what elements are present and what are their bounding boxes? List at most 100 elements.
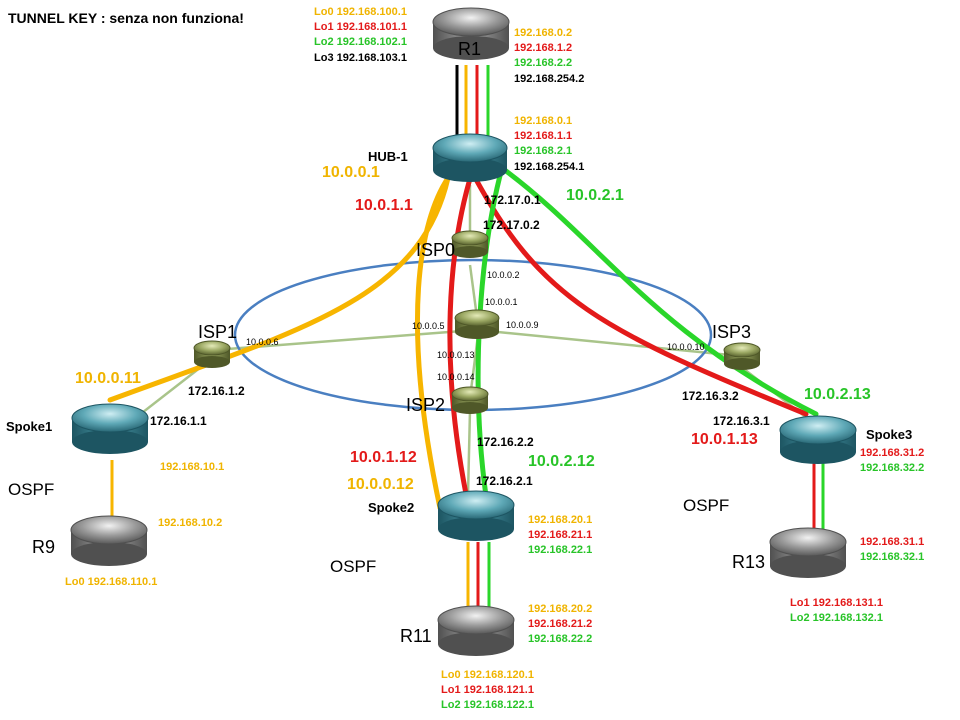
- spoke1-name: Spoke1: [6, 419, 53, 434]
- r11-ifaces: 192.168.20.2 192.168.21.2 192.168.22.2: [528, 602, 592, 648]
- r13-name: R13: [732, 552, 766, 572]
- r1-if0: 192.168.0.2: [514, 27, 573, 39]
- r9-iface: 192.168.10.2: [158, 517, 223, 529]
- core-addr-b: 10.0.0.9: [506, 320, 539, 330]
- r1-loopbacks: Lo0 192.168.100.1 Lo1 192.168.101.1 Lo2 …: [314, 5, 407, 66]
- isp2-name: ISP2: [406, 395, 446, 415]
- link-isp2-spoke2: [466, 409, 472, 496]
- router-spoke2-icon[interactable]: [437, 490, 515, 541]
- spoke2-lan0: 192.168.20.1: [528, 514, 593, 526]
- tunnel-green-spoke3: [499, 165, 819, 417]
- r9-loopback: Lo0 192.168.110.1: [65, 576, 158, 588]
- hub1-ifaces: 192.168.0.1 192.168.1.1 192.168.2.1 192.…: [514, 114, 584, 175]
- r1-lo2: Lo2 192.168.102.1: [314, 36, 407, 49]
- spoke2-wan: 172.16.2.1: [476, 474, 533, 488]
- tunnel-red-spoke3: [469, 169, 809, 417]
- r1-ifaces: 192.168.0.2 192.168.1.2 192.168.2.2 192.…: [514, 26, 584, 87]
- r13-ifaces: 192.168.31.1 192.168.32.1: [860, 535, 924, 565]
- spoke2-lan1: 192.168.21.1: [528, 529, 593, 542]
- r13-lo2: Lo2 192.168.132.1: [790, 612, 883, 625]
- hub1-tunnel-orange: 10.0.0.1: [322, 164, 380, 181]
- spoke1-tunnel-orange: 10.0.0.11: [75, 370, 141, 387]
- spoke3-wan: 172.16.3.1: [713, 414, 770, 428]
- r13-if1: 192.168.32.1: [860, 551, 925, 564]
- r11-lo2: Lo2 192.168.122.1: [441, 699, 534, 712]
- hub1-tunnel-red: 10.0.1.1: [355, 197, 413, 214]
- ospf-label-middle: OSPF: [330, 557, 377, 576]
- router-spoke3-icon[interactable]: [779, 415, 857, 464]
- hub1-if0: 192.168.0.1: [514, 115, 573, 127]
- router-isp2-icon[interactable]: [451, 386, 489, 414]
- router-core-icon[interactable]: [454, 309, 500, 339]
- tunnel-orange-spoke2: [415, 175, 451, 511]
- r1-lo3: Lo3 192.168.103.1: [314, 51, 407, 64]
- spoke3-lan0: 192.168.31.2: [860, 447, 925, 459]
- r1-lo1: Lo1 192.168.101.1: [314, 21, 407, 34]
- router-r9-icon[interactable]: [70, 515, 148, 566]
- spoke3-tunnel-red: 10.0.1.13: [691, 431, 758, 448]
- tunnel-orange-spoke1: [107, 175, 451, 403]
- r13-lo1: Lo1 192.168.131.1: [790, 597, 883, 609]
- r11-if1: 192.168.21.2: [528, 618, 593, 631]
- r9-name: R9: [32, 537, 56, 557]
- r1-lo0: Lo0 192.168.100.1: [314, 6, 407, 18]
- hub1-if2: 192.168.2.1: [514, 145, 573, 158]
- core-addr-a: 10.0.0.5: [412, 321, 445, 331]
- r11-if2: 192.168.22.2: [528, 633, 593, 646]
- spoke3-tunnel-green: 10.0.2.13: [804, 386, 871, 403]
- router-isp3-icon[interactable]: [723, 342, 761, 370]
- hub1-if1: 192.168.1.1: [514, 130, 573, 143]
- isp1-addr-a: 10.0.0.6: [246, 337, 279, 347]
- isp0-addr-b: 10.0.0.1: [485, 297, 518, 307]
- router-hub1-icon[interactable]: [432, 133, 508, 182]
- r11-loopbacks: Lo0 192.168.120.1 Lo1 192.168.121.1 Lo2 …: [441, 668, 534, 714]
- isp3-addr-b: 172.16.3.2: [682, 389, 739, 403]
- isp2-addr-a: 10.0.0.14: [437, 372, 475, 382]
- spoke2-tunnel-green: 10.0.2.12: [528, 453, 595, 470]
- r11-name: R11: [400, 626, 432, 646]
- isp0-addr-a: 10.0.0.2: [487, 270, 520, 280]
- r11-if0: 192.168.20.2: [528, 603, 593, 615]
- r13-if0: 192.168.31.1: [860, 536, 925, 548]
- lan-links: [110, 460, 825, 610]
- spoke2-lan2: 192.168.22.1: [528, 544, 593, 557]
- isp2-addr-b: 172.16.2.2: [477, 435, 534, 449]
- spoke1-lan: 192.168.10.1: [160, 461, 225, 473]
- r1-name: R1: [458, 39, 482, 59]
- r13-loopbacks: Lo1 192.168.131.1 Lo2 192.168.132.1: [790, 596, 883, 626]
- router-r11-icon[interactable]: [437, 605, 515, 656]
- isp3-name: ISP3: [712, 322, 752, 342]
- spoke3-lan1: 192.168.32.2: [860, 462, 925, 475]
- hub1-wan: 172.17.0.1: [484, 193, 541, 207]
- spoke2-tunnel-red: 10.0.1.12: [350, 449, 417, 466]
- r1-if3: 192.168.254.2: [514, 72, 585, 85]
- link-core-isp3: [477, 328, 731, 357]
- spoke1-wan: 172.16.1.1: [150, 414, 207, 428]
- router-isp0-icon[interactable]: [451, 230, 489, 258]
- ospf-label-left: OSPF: [8, 480, 55, 499]
- router-r13-icon[interactable]: [769, 527, 847, 578]
- router-r1-icon[interactable]: [432, 7, 510, 60]
- spoke2-tunnel-orange: 10.0.0.12: [347, 476, 414, 493]
- page-title: TUNNEL KEY : senza non funziona!: [8, 10, 244, 26]
- r1-if2: 192.168.2.2: [514, 57, 573, 70]
- isp0-wan: 172.17.0.2: [483, 218, 540, 232]
- ospf-label-right: OSPF: [683, 496, 730, 515]
- hub1-if3: 192.168.254.1: [514, 160, 585, 173]
- r1-if1: 192.168.1.2: [514, 42, 573, 55]
- isp3-addr-a: 10.0.0.10: [667, 342, 705, 352]
- router-isp1-icon[interactable]: [193, 340, 231, 368]
- hub1-tunnel-green: 10.0.2.1: [566, 187, 624, 204]
- tunnel-red-spoke2: [447, 169, 475, 497]
- isp1-name: ISP1: [198, 322, 238, 342]
- isp1-addr-b: 172.16.1.2: [188, 384, 245, 398]
- core-addr-c: 10.0.0.13: [437, 350, 475, 360]
- r11-lo1: Lo1 192.168.121.1: [441, 684, 534, 697]
- spoke2-lan: 192.168.20.1 192.168.21.1 192.168.22.1: [528, 513, 592, 559]
- r1-hub-links: [455, 65, 490, 140]
- hub1-name: HUB-1: [368, 149, 408, 164]
- router-spoke1-icon[interactable]: [71, 403, 149, 454]
- spoke3-name: Spoke3: [866, 427, 913, 442]
